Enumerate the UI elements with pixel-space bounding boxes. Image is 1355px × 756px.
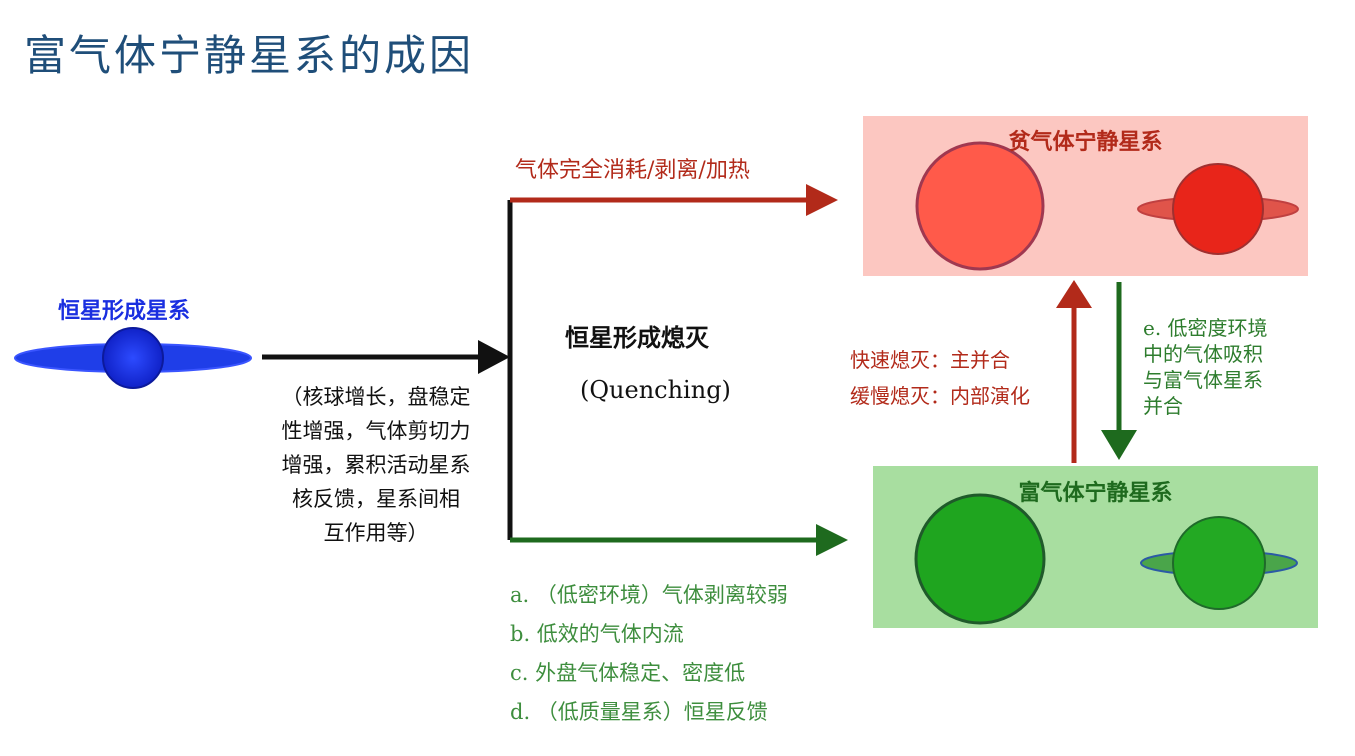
reason-a: a. （低密环境）气体剥离较弱 xyxy=(510,583,788,607)
reason-c: c. 外盘气体稳定、密度低 xyxy=(510,661,746,685)
mechanism-line: 核反馈，星系间相 xyxy=(292,487,460,511)
quenching-title: 恒星形成熄灭 xyxy=(565,323,709,352)
slow-quench-label: 缓慢熄灭：内部演化 xyxy=(850,384,1030,408)
e-line: e. 低密度环境 xyxy=(1143,316,1268,340)
red-arrow-icon xyxy=(510,184,838,216)
red-lenticular-galaxy-icon xyxy=(1137,163,1299,255)
green-lenticular-galaxy-icon xyxy=(1140,516,1298,610)
green-down-arrow-icon xyxy=(1101,282,1137,460)
green-arrow-icon xyxy=(510,524,848,556)
mechanism-line: （核球增长，盘稳定 xyxy=(281,385,471,409)
page-title: 富气体宁静星系的成因 xyxy=(24,31,475,80)
red-up-arrow-icon xyxy=(1056,280,1092,463)
mechanism-list: （核球增长，盘稳定 性增强，气体剪切力 增强，累积活动星系 核反馈，星系间相 互… xyxy=(250,380,502,550)
black-arrow-icon xyxy=(262,340,510,374)
quenching-subtitle: (Quenching) xyxy=(580,376,731,404)
star-forming-galaxy-icon xyxy=(14,327,252,389)
gas-poor-title: 贫气体宁静星系 xyxy=(1008,129,1163,155)
mechanism-line: 互作用等） xyxy=(323,521,429,545)
rejuvenation-note: e. 低密度环境 中的气体吸积 与富气体星系 并合 xyxy=(1143,315,1268,419)
e-line: 与富气体星系 xyxy=(1143,368,1263,392)
reason-d: d. （低质量星系）恒星反馈 xyxy=(510,700,768,724)
mechanism-line: 性增强，气体剪切力 xyxy=(281,419,471,443)
mechanism-line: 增强，累积活动星系 xyxy=(281,453,471,477)
gas-rich-title: 富气体宁静星系 xyxy=(1018,480,1173,506)
red-elliptical-galaxy-icon xyxy=(915,141,1045,271)
e-line: 中的气体吸积 xyxy=(1143,342,1263,366)
fast-quench-label: 快速熄灭：主并合 xyxy=(850,348,1010,372)
star-forming-label: 恒星形成星系 xyxy=(58,298,191,324)
green-elliptical-galaxy-icon xyxy=(914,493,1046,625)
red-route-label: 气体完全消耗/剥离/加热 xyxy=(515,158,750,183)
reason-b: b. 低效的气体内流 xyxy=(510,622,684,646)
e-line: 并合 xyxy=(1143,394,1183,418)
